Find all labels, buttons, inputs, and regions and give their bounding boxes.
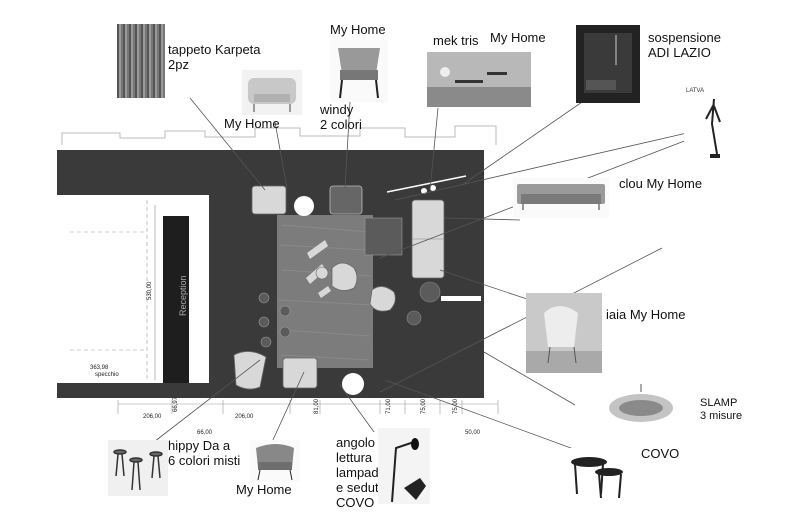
reception-desk (163, 216, 189, 383)
dim-530: 530,00 (147, 281, 153, 300)
reading-lamp-photo (378, 428, 430, 504)
top-wall-outline (61, 125, 497, 145)
label-mek: mek tris (433, 33, 479, 48)
dim-66-97: 66,97 (173, 396, 179, 412)
dark-strip (57, 150, 209, 195)
side-table-white-2 (342, 373, 364, 395)
chair-iaia-plan (369, 286, 396, 312)
label-clou: clou My Home (619, 176, 703, 191)
label-tappeto: tappeto Karpeta 2pz (168, 42, 261, 72)
label-armchair-myhome: My Home (224, 116, 280, 131)
latva-label: LATVA (686, 88, 704, 94)
dim-206-b: 206,00 (235, 414, 254, 420)
leader-lines (149, 97, 701, 456)
covo-tables-photo (567, 448, 627, 502)
label-sospensione: sospensione ADI LAZIO (648, 30, 721, 60)
sospensione-photo (576, 25, 640, 103)
clou-sofa-photo (513, 178, 609, 218)
armchair-plan-2 (329, 185, 363, 215)
hippy-stools-photo (108, 440, 168, 496)
dim-50: 50,00 (465, 430, 481, 436)
reception-label: Reception (178, 275, 188, 316)
armchair-bottom-photo (250, 440, 300, 482)
specchio-label: specchio (95, 372, 119, 378)
label-angolo: angolo lettura lampada e seduta COVO (336, 435, 386, 510)
label-hippy: hippy Da a 6 colori misti (168, 438, 241, 468)
label-myhome-windy: My Home (330, 22, 386, 37)
armchair-photo (242, 70, 302, 115)
mek-tables-photo (427, 52, 531, 107)
rug-photo (117, 24, 165, 98)
dim-363: 363,98 (90, 365, 109, 371)
armchair-bottom-1 (233, 351, 267, 390)
label-windy: windy 2 colori (320, 102, 362, 132)
label-armchair-bottom: My Home (236, 482, 292, 497)
dim-81: 81,00 (314, 398, 320, 414)
dim-75-a: 75,00 (421, 398, 427, 414)
coffee-table (364, 217, 403, 256)
iaia-chair-photo (526, 293, 602, 373)
latva-photo: LATVA (684, 84, 734, 164)
label-iaia: iaia My Home (606, 307, 686, 322)
round-table-1 (419, 281, 441, 303)
dim-66: 66,00 (197, 430, 213, 436)
label-slamp: SLAMP 3 misure (700, 397, 743, 422)
label-covo: COVO (641, 446, 680, 461)
dim-206-a: 206,00 (143, 414, 162, 420)
windy-chair-photo (330, 40, 388, 102)
armchair-plan-1 (251, 185, 287, 215)
label-myhome-mek: My Home (490, 30, 546, 45)
bench-white (441, 296, 481, 301)
armchair-bottom-2 (282, 357, 318, 389)
round-table-2 (406, 310, 422, 326)
side-table-white (294, 196, 314, 216)
dim-71: 71,00 (386, 398, 392, 414)
slamp-photo (604, 384, 678, 426)
chair-windy-plan (331, 262, 358, 291)
